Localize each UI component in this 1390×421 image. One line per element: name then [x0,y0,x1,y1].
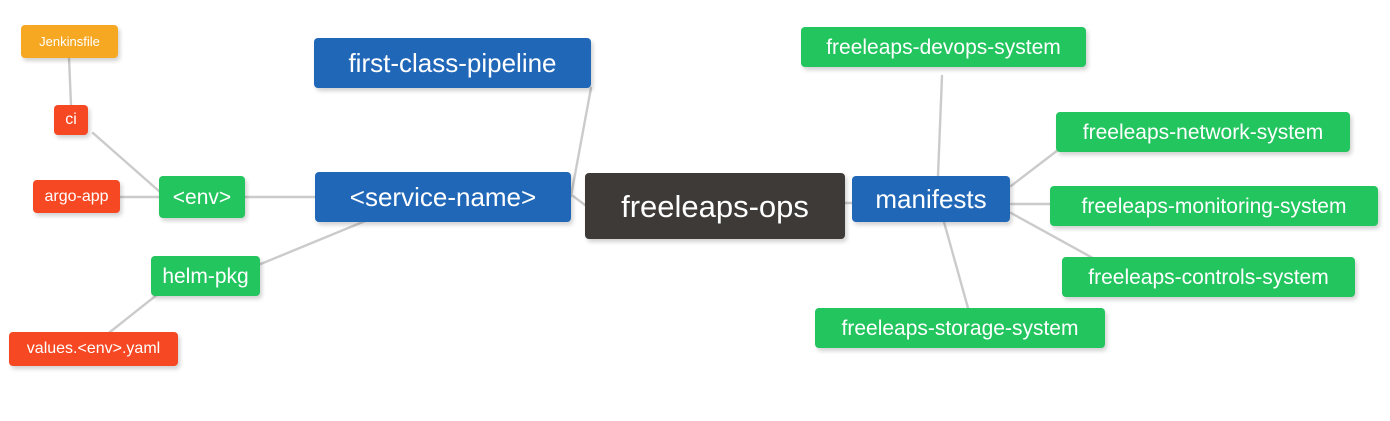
node-label: values.<env>.yaml [26,340,161,357]
edge-manifests-devops-system [936,74,944,178]
node-ci[interactable]: ci [54,105,88,135]
node-label: freeleaps-network-system [1082,120,1324,144]
edge-root-service-name [571,194,587,207]
node-label: freeleaps-monitoring-system [1081,194,1347,218]
edge-manifests-storage-system [942,220,970,310]
node-values-yaml[interactable]: values.<env>.yaml [9,332,178,366]
node-freeleaps-network-system[interactable]: freeleaps-network-system [1056,112,1350,152]
node-label: manifests [875,184,987,214]
node-jenkinsfile[interactable]: Jenkinsfile [21,25,118,58]
node-label: <service-name> [349,182,537,212]
edge-ci-jenkinsfile [67,56,73,107]
node-label: <env> [172,185,232,209]
node-label: helm-pkg [162,264,249,288]
edge-service-name-helm-pkg [249,217,372,270]
node-freeleaps-devops-system[interactable]: freeleaps-devops-system [801,27,1086,67]
node-label: freeleaps-storage-system [841,316,1079,340]
node-first-class-pipeline[interactable]: first-class-pipeline [314,38,591,88]
node-label: argo-app [44,187,109,205]
node-env[interactable]: <env> [159,176,245,218]
node-label: freeleaps-controls-system [1088,265,1329,289]
node-freeleaps-monitoring-system[interactable]: freeleaps-monitoring-system [1050,186,1378,226]
node-freeleaps-storage-system[interactable]: freeleaps-storage-system [815,308,1105,348]
node-argo-app[interactable]: argo-app [33,180,120,213]
node-service-name[interactable]: <service-name> [315,172,571,222]
node-freeleaps-ops[interactable]: freeleaps-ops [585,173,845,239]
edge-helm-pkg-values-yaml [108,288,165,334]
node-label: first-class-pipeline [348,48,557,78]
node-label: Jenkinsfile [39,34,100,49]
node-label: ci [65,111,77,128]
node-manifests[interactable]: manifests [852,176,1010,222]
node-label: freeleaps-ops [621,188,809,224]
node-helm-pkg[interactable]: helm-pkg [151,256,260,296]
node-freeleaps-controls-system[interactable]: freeleaps-controls-system [1062,257,1355,297]
edge-manifests-network-system [1009,148,1060,188]
node-label: freeleaps-devops-system [826,35,1061,59]
